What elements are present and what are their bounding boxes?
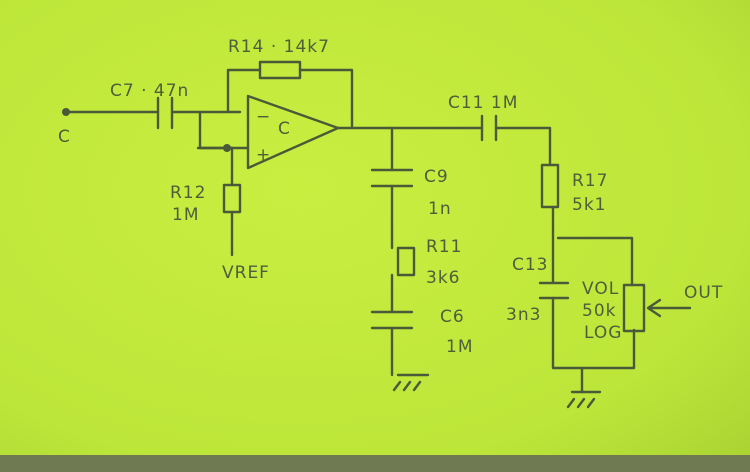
capacitor-c7 <box>156 96 202 130</box>
resistor-r11 <box>396 246 416 277</box>
capacitor-c11 <box>480 114 498 142</box>
resistor-r12 <box>222 183 242 214</box>
table-edge <box>0 455 750 472</box>
op-amp <box>246 94 340 170</box>
ground-icon <box>392 373 430 392</box>
c13-name: C13 <box>512 255 549 275</box>
output-label: OUT <box>684 283 723 303</box>
vol-name: VOL <box>582 279 619 299</box>
c9-name: C9 <box>424 167 449 187</box>
r14-label: R14 · 14k7 <box>228 37 330 57</box>
r11-name: R11 <box>426 237 462 257</box>
vol-value: 50k <box>582 301 616 321</box>
input-node <box>62 108 160 116</box>
c9-value: 1n <box>428 199 452 219</box>
r12-name: R12 <box>170 183 206 203</box>
capacitor-c9 <box>370 168 414 188</box>
opamp-label: C <box>278 119 291 139</box>
input-label: C <box>58 127 71 147</box>
resistor-r17 <box>540 163 560 209</box>
r17-value: 5k1 <box>572 195 606 215</box>
potentiometer-vol <box>622 283 692 333</box>
c13-value: 3n3 <box>506 305 541 325</box>
r11-value: 3k6 <box>426 268 460 288</box>
c7-label: C7 · 47n <box>110 81 189 101</box>
r12-value: 1M <box>172 205 199 225</box>
ground-icon <box>566 390 602 409</box>
opamp-plus: + <box>256 145 271 165</box>
capacitor-c6 <box>370 310 414 330</box>
capacitor-c13 <box>538 281 570 300</box>
opamp-minus: − <box>256 107 271 127</box>
c11-label: C11 1M <box>448 93 518 113</box>
vol-taper: LOG <box>584 323 622 343</box>
vref-label: VREF <box>222 263 270 283</box>
c6-value: 1M <box>446 337 473 357</box>
resistor-r14 <box>258 60 302 80</box>
r17-name: R17 <box>572 171 608 191</box>
c6-name: C6 <box>440 307 465 327</box>
